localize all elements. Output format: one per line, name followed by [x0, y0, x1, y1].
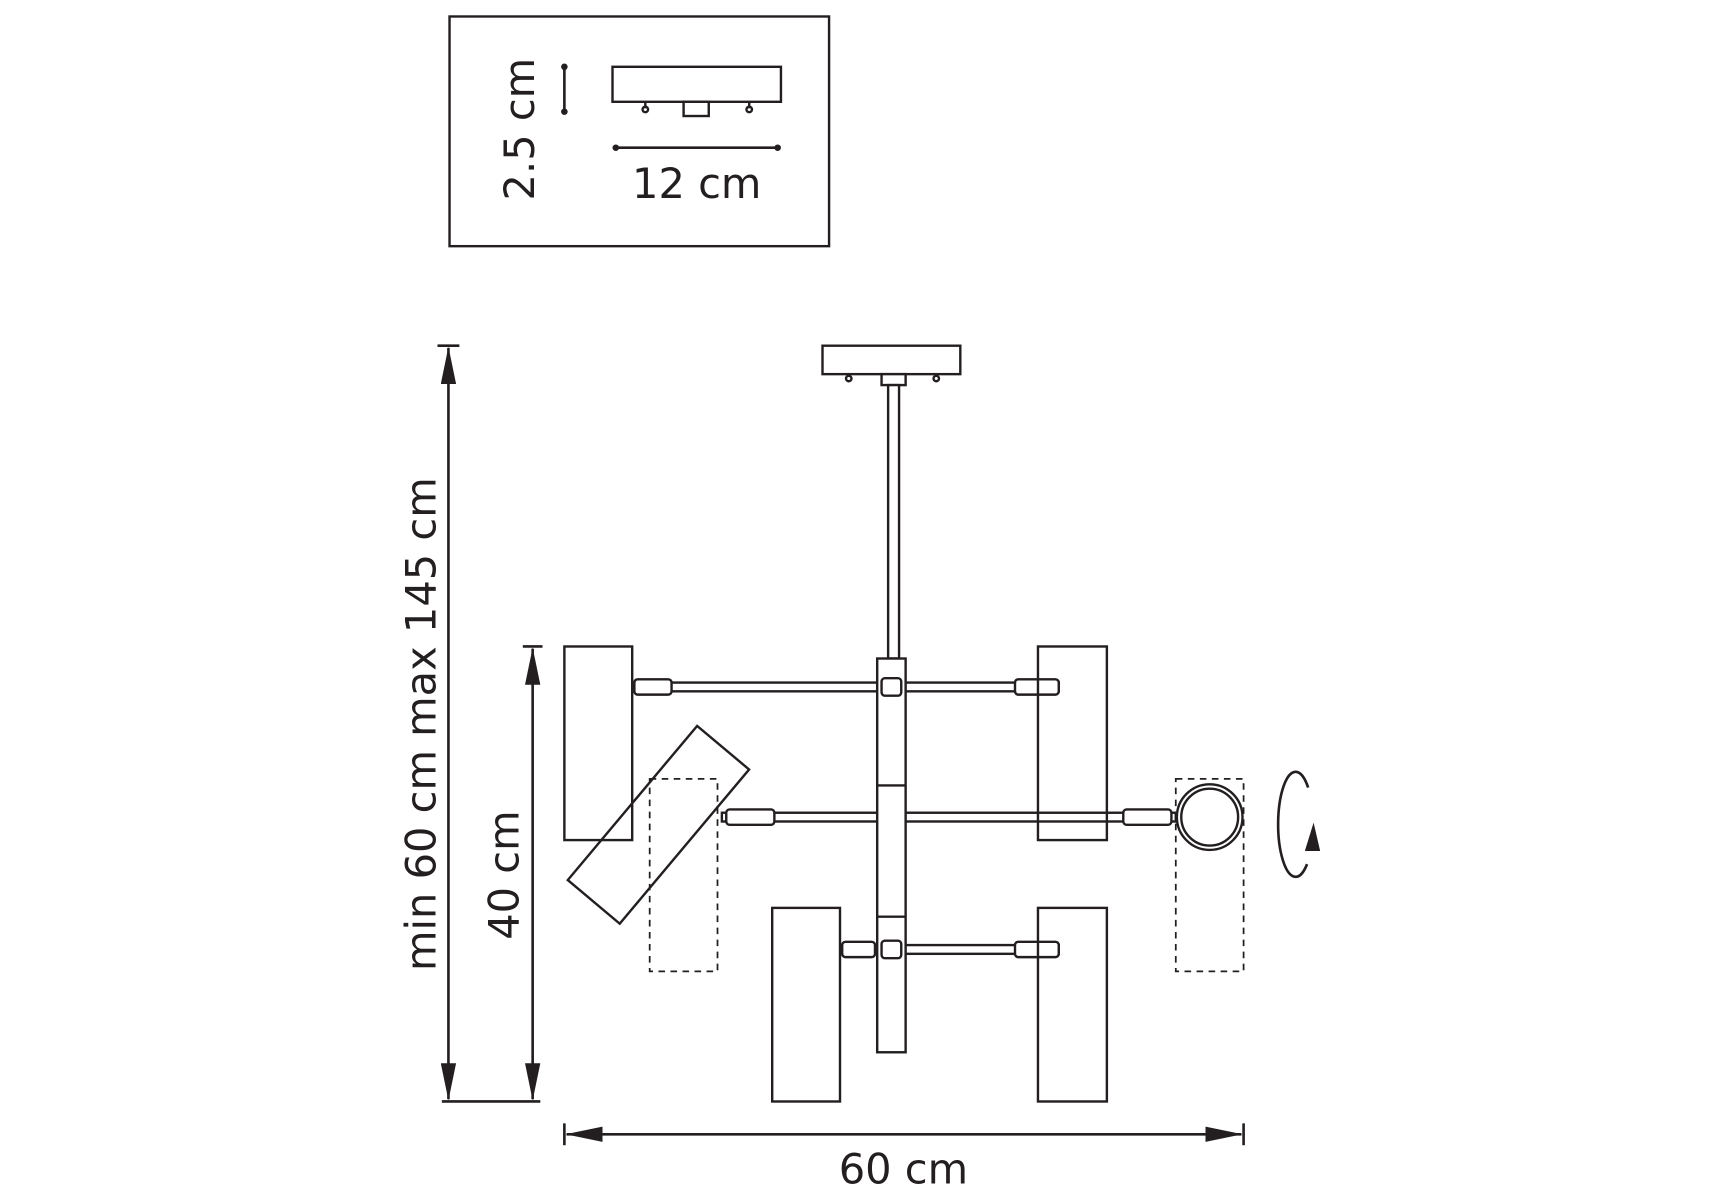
shade-bottom-right [1036, 906, 1109, 1103]
shade-tilted [566, 724, 751, 926]
shade-alt-position-left [648, 777, 719, 973]
shade-top-left [563, 645, 634, 842]
width-dimension: 60 cm [563, 1123, 1245, 1194]
rod-connector [880, 372, 907, 387]
body-height-label: 40 cm [479, 810, 528, 939]
top-arm [633, 681, 1060, 693]
overall-height-dimension: min 60 cm max 145 cm [396, 344, 541, 1103]
central-column [875, 657, 907, 1054]
canopy-plate [611, 65, 783, 103]
canopy-width-label: 12 cm [632, 159, 761, 208]
shade-bottom-left [770, 906, 842, 1103]
overall-height-label: min 60 cm max 145 cm [396, 477, 445, 971]
rotate-arrow-icon [1276, 770, 1321, 879]
chandelier-drawing [563, 344, 1321, 1103]
canopy-detail-box: 2.5 cm 12 cm [448, 15, 831, 248]
canopy-mount [682, 100, 710, 118]
shade-end-view [1175, 783, 1244, 852]
canopy-width-dimension [612, 144, 781, 152]
width-label: 60 cm [839, 1145, 968, 1194]
shade-top-right [1036, 645, 1109, 842]
body-height-dimension: 40 cm [479, 645, 543, 1101]
canopy-height-dimension [561, 63, 568, 115]
canopy-height-label: 2.5 cm [495, 58, 544, 201]
ceiling-canopy [821, 344, 962, 376]
detail-frame [448, 15, 831, 248]
shade-alt-position-right [1174, 777, 1245, 973]
suspension-rod [886, 383, 901, 660]
